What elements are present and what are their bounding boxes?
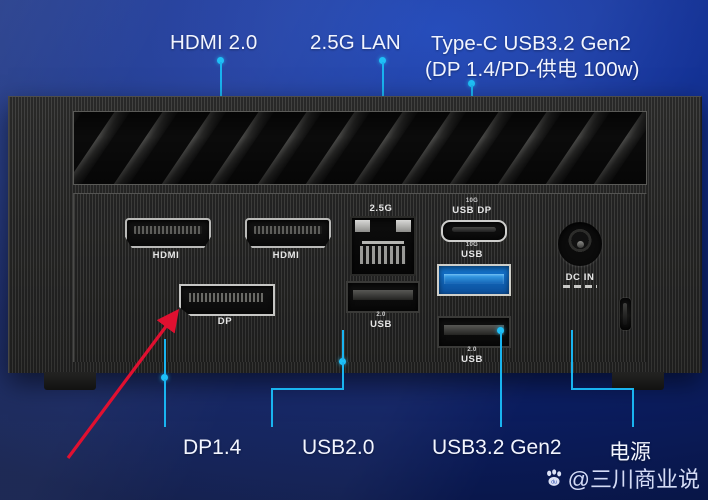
chassis-foot-left (44, 372, 96, 390)
callout-label-usb2: USB2.0 (302, 436, 375, 459)
callout-label-hdmi: HDMI 2.0 (170, 31, 258, 54)
watermark-handle: @三川商业说 (567, 467, 700, 492)
io-panel: HDMI HDMI DP 2.5G 2.0 USB (73, 193, 647, 365)
port-usb3-blue[interactable] (437, 264, 511, 296)
port-lan-rj45[interactable] (350, 216, 416, 276)
leader-dot-typec (468, 80, 475, 87)
port-label-usb3: USB (461, 249, 483, 260)
port-label-usbc-speed: 10G (465, 198, 479, 204)
leader-usb32-stem (500, 332, 502, 427)
port-label-usb2-right: USB (461, 354, 483, 365)
callout-label-typec-line2: (DP 1.4/PD-供电 100w) (425, 58, 640, 81)
port-label-usb2-left: USB (370, 319, 392, 330)
callout-label-dp: DP1.4 (183, 436, 242, 459)
port-usb2-left[interactable] (346, 281, 420, 313)
port-hdmi-right[interactable] (245, 218, 331, 248)
port-usb-type-c[interactable] (441, 220, 507, 242)
leader-usb2-down (342, 362, 344, 390)
kensington-lock-slot (620, 298, 631, 330)
leader-hdmi-stem (220, 62, 222, 118)
port-label-lan: 2.5G (369, 203, 393, 214)
leader-usb2-left-branch (271, 388, 273, 427)
dc-polarity-marking (563, 285, 597, 288)
port-label-dcin: DC IN (565, 272, 595, 283)
port-displayport[interactable] (179, 284, 275, 316)
port-label-hdmi-right: HDMI (272, 250, 300, 261)
leader-dot-hdmi (217, 57, 224, 64)
callout-label-typec-line1: Type-C USB3.2 Gen2 (431, 32, 632, 55)
port-label-usb2-left-speed: 2.0 (376, 312, 386, 318)
leader-usb2-right-stem (342, 330, 344, 360)
port-label-dp: DP (217, 316, 233, 327)
leader-power-upper (571, 330, 573, 390)
port-label-hdmi-left: HDMI (152, 250, 180, 261)
leader-power-stem (632, 388, 634, 427)
svg-text:du: du (551, 479, 557, 485)
port-dc-in[interactable] (558, 222, 602, 266)
watermark: du @三川商业说 (544, 462, 700, 494)
chassis-foot-right (612, 372, 664, 390)
leader-dp-stem (164, 379, 166, 427)
leader-dp-upper (164, 339, 166, 375)
leader-dot-usb32 (497, 327, 504, 334)
mini-pc-chassis: HDMI HDMI DP 2.5G 2.0 USB (8, 96, 702, 373)
port-label-usb2-right-speed: 2.0 (467, 347, 477, 353)
callout-label-power: 电源 (609, 441, 651, 464)
port-hdmi-left[interactable] (125, 218, 211, 248)
baidu-paw-icon: du (546, 469, 561, 486)
callout-label-lan: 2.5G LAN (310, 31, 401, 54)
port-label-usb3-speed: 10G (465, 242, 479, 248)
ventilation-grille (73, 111, 647, 185)
leader-dot-usb2 (339, 358, 346, 365)
leader-power-crossbar (571, 388, 634, 390)
leader-usb2-crossbar (271, 388, 344, 390)
leader-dot-lan (379, 57, 386, 64)
port-label-usbc: USB DP (452, 205, 492, 216)
callout-label-usb32: USB3.2 Gen2 (432, 436, 562, 459)
